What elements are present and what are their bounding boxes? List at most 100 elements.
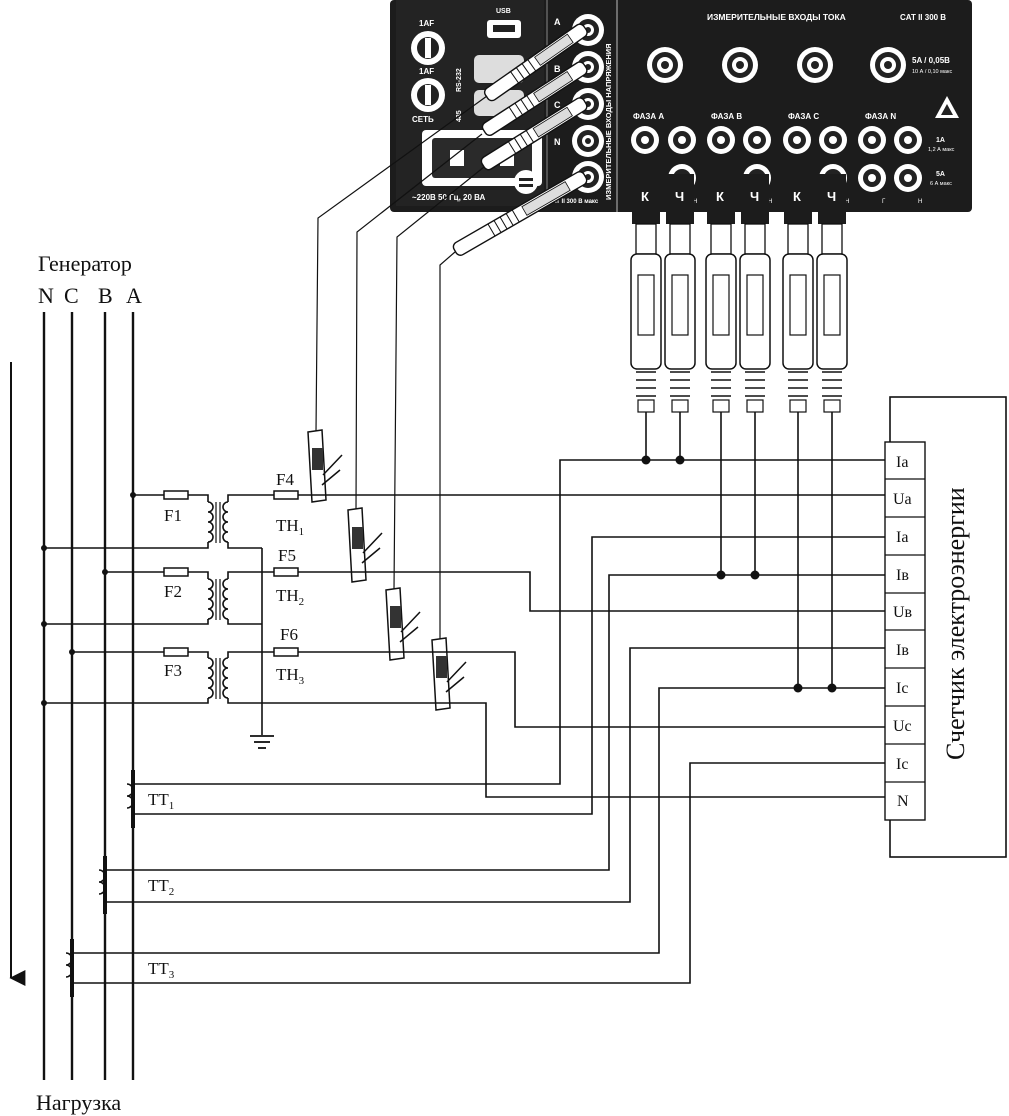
range-5a-sub: 6 А макс (930, 181, 952, 187)
voltage-plug-c[interactable] (480, 96, 589, 171)
fuse-label-f1: F1 (164, 506, 182, 525)
power-rating: ~220В 50 Гц, 20 ВА (412, 193, 486, 202)
phase-label-c: ФАЗА C (788, 112, 819, 121)
meter-title: Счетчик электроэнергии (941, 487, 970, 760)
current-jack-top-n[interactable] (870, 47, 906, 83)
fuse-label-1: 1AF (419, 19, 434, 28)
ground-screw (514, 170, 538, 194)
fuse-label-2: 1AF (419, 67, 434, 76)
clamp-plug-3[interactable] (705, 174, 737, 413)
clamp-plug-4[interactable] (739, 174, 771, 413)
phase-label-a: ФАЗА A (633, 112, 664, 121)
jack-mark-3: Н (845, 199, 849, 205)
voltage-cat: CAT II 300 В макс (548, 199, 599, 205)
voltage-plug-n[interactable] (452, 170, 589, 257)
clamp-plug-2[interactable] (664, 174, 696, 413)
phase-label-a-bus: A (126, 283, 142, 308)
ground-symbol (250, 735, 274, 749)
clamp-letter-2: Ч (675, 189, 684, 204)
jack-mark-5: Н (918, 199, 922, 205)
clamp-plug-1[interactable] (630, 174, 662, 413)
current-jack-top-c[interactable] (797, 47, 833, 83)
voltage-clip-2[interactable] (347, 507, 383, 583)
tt1-label: TT1 (148, 790, 174, 812)
range-5a: 5A (936, 171, 945, 178)
clamp-plug-6[interactable] (816, 174, 848, 413)
clamp-letter-1: К (641, 189, 649, 204)
meter-terminal-8[interactable]: Uc (893, 718, 912, 735)
range-1a: 1A (936, 137, 945, 144)
electricity-meter: Ia Ua Ia Iв Uв Iв Ic Uc Ic N Счетчик эле… (884, 396, 1007, 858)
voltage-terminal-b: B (554, 64, 561, 74)
th3-label: TH3 (276, 665, 305, 687)
fuse-label-f4: F4 (276, 470, 294, 489)
voltage-clip-4[interactable] (431, 637, 467, 711)
meter-terminal-9[interactable]: Ic (896, 756, 908, 773)
voltage-terminal-n: N (554, 137, 561, 147)
load-label: Нагрузка (36, 1090, 121, 1115)
voltage-inputs-title: ИЗМЕРИТЕЛЬНЫЕ ВХОДЫ НАПРЯЖЕНИЯ (604, 43, 613, 200)
generator: Генератор N C B A Нагрузка (9, 251, 142, 1115)
fuse-label-f5: F5 (278, 546, 296, 565)
clamp-letter-5: К (793, 189, 801, 204)
current-jack-top-a[interactable] (647, 47, 683, 83)
jack-mark-4: Г (882, 199, 886, 205)
fuse-f3 (163, 647, 189, 657)
voltage-terminal-a: A (554, 17, 561, 27)
range-main: 5A / 0,05В (912, 56, 950, 65)
fuse-label-f6: F6 (280, 625, 298, 644)
voltage-transformer-circuit: F1 F2 F3 F4 F5 F6 TH1 TH2 TH3 (41, 470, 885, 798)
fuse-holder-2[interactable] (411, 78, 445, 112)
fuse-label-f2: F2 (164, 582, 182, 601)
tt3-label: TT3 (148, 959, 175, 981)
meter-terminal-1[interactable]: Ia (896, 454, 908, 471)
phase-label-n-bus: N (38, 283, 54, 308)
mains-label: СЕТЬ (412, 115, 434, 124)
current-cat: CAT II 300 В (900, 13, 946, 22)
th2-label: TH2 (276, 586, 304, 608)
phase-label-c-bus: C (64, 283, 79, 308)
meter-terminal-4[interactable]: Iв (896, 567, 909, 584)
current-jack-top-b[interactable] (722, 47, 758, 83)
range-1a-sub: 1,2 А макс (928, 147, 955, 153)
fuse-holder-1[interactable] (411, 31, 445, 65)
meter-terminal-6[interactable]: Iв (896, 642, 909, 659)
current-clamp-plugs: К Ч К Ч К Ч (630, 174, 848, 688)
jack-mark-1: Н (693, 199, 697, 205)
meter-terminal-3[interactable]: Ia (896, 529, 908, 546)
phase-label-n: ФАЗА N (865, 112, 896, 121)
meter-terminal-5[interactable]: Uв (893, 604, 913, 621)
meter-terminal-7[interactable]: Ic (896, 680, 908, 697)
tt2-label: TT2 (148, 876, 174, 898)
phase-label-b-bus: B (98, 283, 113, 308)
clamp-letter-3: К (716, 189, 724, 204)
fuse-f6 (273, 647, 299, 657)
voltage-clip-1[interactable] (307, 429, 343, 503)
voltage-terminal-c: C (554, 100, 561, 110)
meter-terminal-block (884, 441, 926, 821)
voltage-jack-n[interactable] (572, 125, 604, 157)
generator-title: Генератор (38, 251, 132, 276)
current-transformer-circuit: TT1 TT2 TT3 (65, 455, 885, 997)
fuse-f2 (163, 567, 189, 577)
voltage-plug-b[interactable] (481, 60, 589, 137)
voltage-clip-3[interactable] (385, 587, 421, 661)
current-inputs-title: ИЗМЕРИТЕЛЬНЫЕ ВХОДЫ ТОКА (707, 12, 846, 22)
clamp-letter-4: Ч (750, 189, 759, 204)
voltage-probe-cables (307, 23, 589, 711)
phase-label-b: ФАЗА B (711, 112, 742, 121)
fuse-f4 (273, 490, 299, 500)
th1-label: TH1 (276, 516, 304, 538)
meter-terminal-2[interactable]: Ua (893, 491, 912, 508)
meter-terminal-10[interactable]: N (897, 793, 909, 810)
usb-label: USB (496, 8, 511, 15)
range-sub: 10 А / 0,10 макс (912, 69, 952, 75)
fuse-label-f3: F3 (164, 661, 182, 680)
fuse-f5 (273, 567, 299, 577)
current-jacks-1a[interactable] (631, 126, 922, 154)
clamp-letter-6: Ч (827, 189, 836, 204)
rs232-label: RS-232 (456, 68, 463, 92)
jack-mark-2: Н (768, 199, 772, 205)
clamp-plug-5[interactable] (782, 174, 814, 413)
